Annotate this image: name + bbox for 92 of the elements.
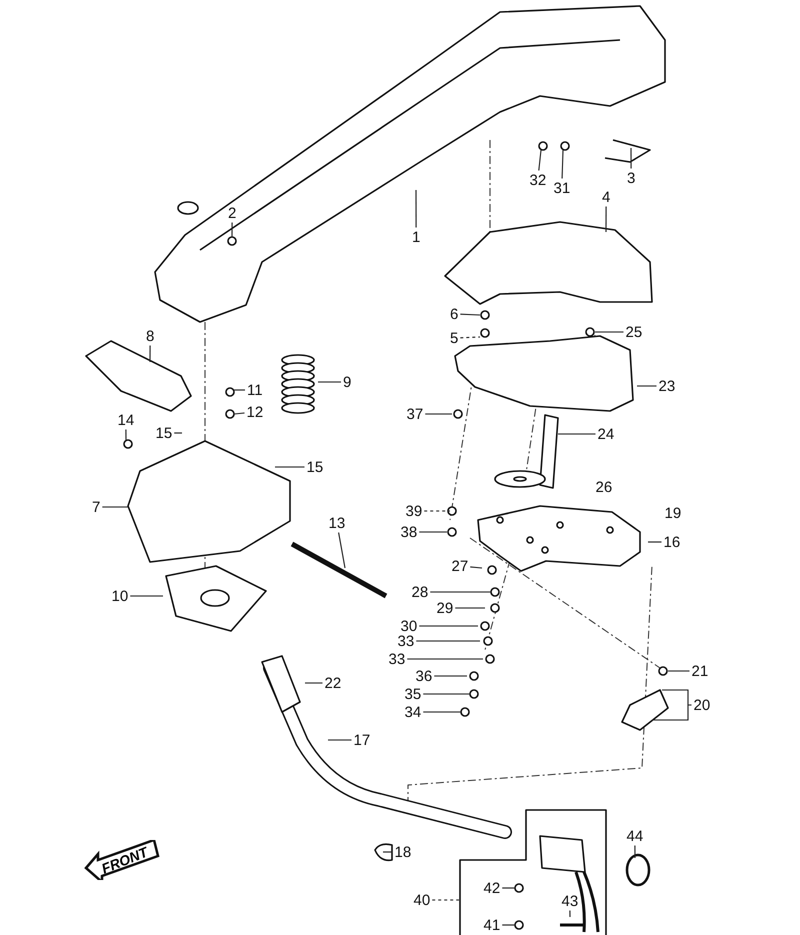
leader-line [125,430,127,440]
callout-number: 10 [110,588,130,604]
callout-number: 32 [528,172,548,188]
leader-line [430,591,491,593]
leader-line [419,625,478,627]
leader-line [569,910,571,917]
leader-line [407,658,483,660]
callout-number: 25 [624,324,644,340]
callout-number: 43 [560,892,580,910]
callout-number: 5 [449,330,460,346]
leader-line [130,595,163,597]
callout-number: 36 [414,668,434,684]
callout-number: 1 [411,228,422,246]
callout-number: 37 [406,406,424,422]
leader-line [502,924,515,926]
leader-line [231,222,233,237]
callout-number: 42 [482,880,502,896]
leader-line [102,506,128,508]
leader-line [662,689,692,706]
callout-number: 21 [690,662,710,680]
callout-number: 4 [601,188,612,206]
leader-line [338,532,346,568]
callout-number: 13 [328,514,346,532]
callout-number: 29 [436,600,454,616]
callout-number: 27 [450,558,470,574]
callout-number: 3 [626,170,636,186]
callout-number: 2 [227,204,238,222]
callout-number: 44 [626,828,644,844]
leader-line [328,739,352,741]
callout-number: 6 [449,306,460,322]
callout-number: 11 [246,382,264,398]
callout-number: 22 [324,674,342,692]
leader-line [630,148,632,168]
callout-number: 19 [664,505,682,522]
callout-number: 15 [306,458,324,476]
leader-line [434,675,467,677]
callout-number: 34 [404,704,422,720]
leader-line [652,704,692,721]
leader-line [460,336,480,338]
leader-line [558,433,596,435]
callout-number: 14 [116,412,136,428]
callout-number: 24 [596,426,616,442]
leader-line [423,711,462,713]
leader-line [502,887,515,889]
leader-line [668,670,690,672]
leader-line [470,566,482,569]
callout-number: 38 [400,524,418,540]
leader-line [432,899,459,901]
leader-line [424,510,450,512]
leader-line [605,206,607,232]
leader-line [460,314,480,316]
callout-number: 35 [404,686,422,702]
leader-line [305,682,322,684]
callout-number: 20 [692,696,712,714]
leader-line [416,640,480,642]
callout-number: 17 [352,732,372,748]
leader-line [318,381,341,383]
leader-line [383,851,392,853]
leader-line [275,466,304,468]
callout-number: 18 [394,844,412,860]
leader-line [234,412,245,415]
front-arrow-sign [84,840,162,880]
callout-number: 12 [246,404,264,420]
callout-number: 33 [396,632,416,650]
callout-number: 23 [658,378,676,394]
leader-line [149,346,151,362]
leader-line [425,413,452,415]
callout-number: 28 [410,584,430,600]
callout-number: 16 [662,534,682,550]
leader-line [419,531,447,533]
callout-number: 8 [145,328,156,344]
callout-number: 40 [412,892,432,908]
callout-number: 7 [91,498,102,516]
callout-number: 39 [404,502,424,520]
leader-line [634,846,636,858]
callout-number: 33 [388,650,406,668]
leader-line [562,150,564,179]
leader-line [538,150,542,171]
callout-number: 31 [552,180,572,196]
leader-line [648,541,662,543]
leader-line [455,607,485,609]
callout-number: 15 [154,424,174,442]
callout-number: 41 [482,916,502,934]
callout-number: 9 [342,374,352,390]
leader-line [423,693,470,695]
leader-line [415,190,417,228]
leader-line [637,385,656,387]
callout-number: 30 [400,618,418,634]
callout-number: 26 [596,479,612,496]
leader-line [595,331,624,333]
leader-line [174,432,182,434]
leader-line [234,389,245,391]
